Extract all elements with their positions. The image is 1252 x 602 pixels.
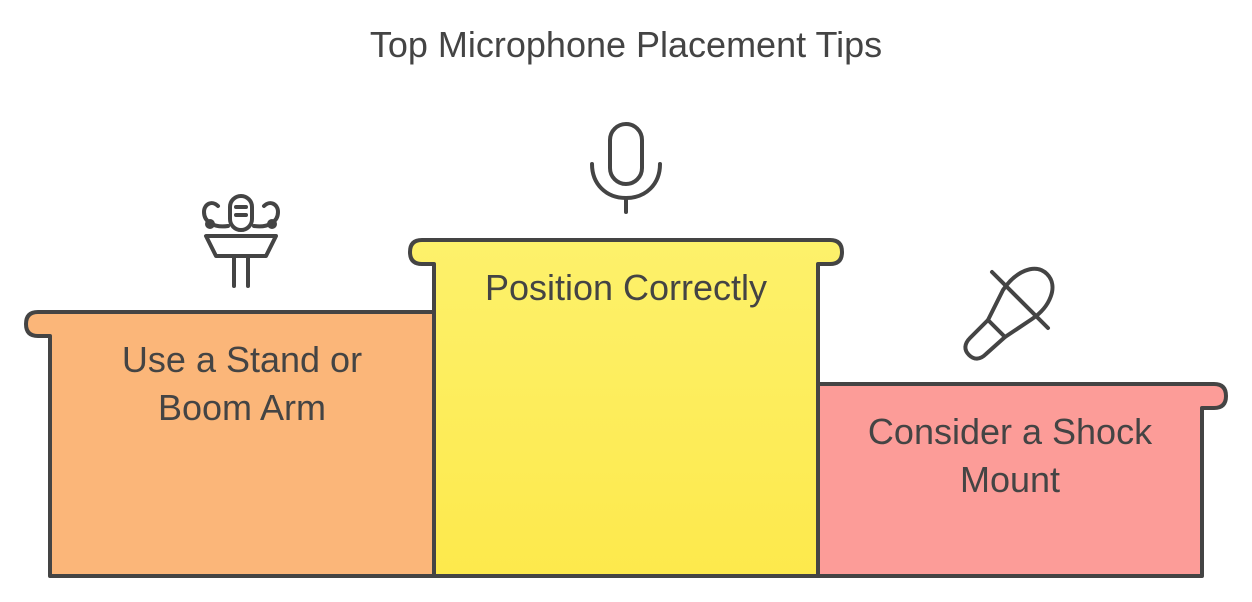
podium-label-center: Position Correctly bbox=[434, 264, 818, 312]
podium-label-center-line1: Position Correctly bbox=[484, 267, 768, 308]
podium-label-left-line1: Use a Stand or bbox=[121, 339, 363, 380]
podium-label-right: Consider a Shock Mount bbox=[818, 408, 1202, 504]
microphone-icon bbox=[590, 122, 662, 214]
podium-label-left: Use a Stand or Boom Arm bbox=[50, 336, 434, 432]
podium-label-right-line2: Mount bbox=[959, 459, 1061, 500]
microphone-off-icon bbox=[963, 266, 1055, 361]
podium-label-left-line2: Boom Arm bbox=[157, 387, 327, 428]
diagram-title: Top Microphone Placement Tips bbox=[369, 24, 883, 65]
microphone-stand-icon bbox=[202, 194, 280, 288]
podium-block-center bbox=[408, 238, 844, 578]
podium-block-left bbox=[24, 310, 436, 578]
podium-block-right bbox=[816, 382, 1228, 578]
podium-label-right-line1: Consider a Shock bbox=[867, 411, 1153, 452]
